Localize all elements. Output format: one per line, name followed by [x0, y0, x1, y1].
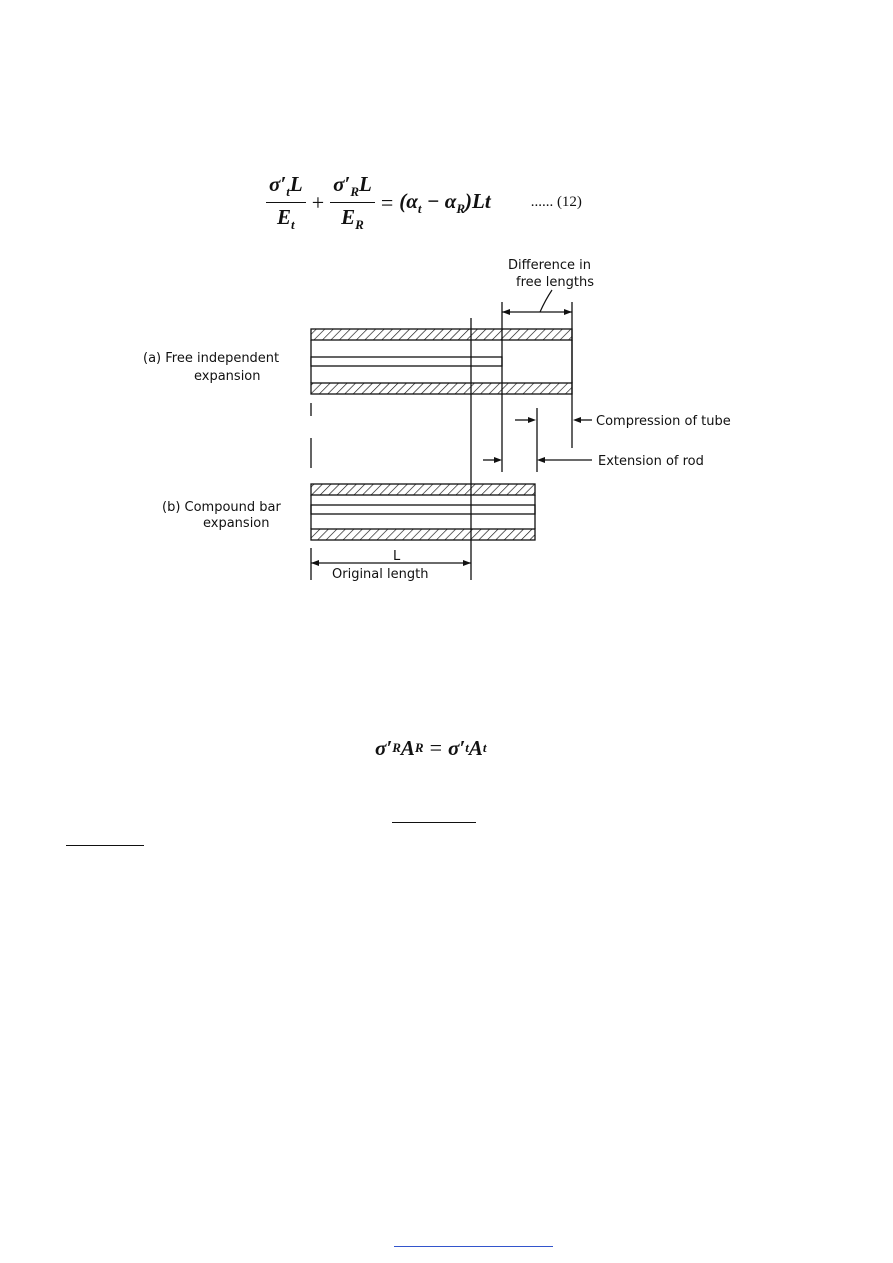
label-compound-bar-line2: expansion	[203, 516, 270, 531]
label-free-expansion-line2: expansion	[194, 369, 261, 384]
fraction-rod-term: σ′RL ER	[330, 172, 375, 233]
equation-12: σ′tL Et + σ′RL ER = (αt − αR)Lt ...... (…	[266, 172, 582, 233]
rule-line-left	[66, 845, 144, 847]
label-compression-of-tube: Compression of tube	[596, 414, 731, 429]
rule-line-center	[392, 822, 476, 824]
compound-bar-figure: Difference in free lengths (a) Free inde…	[143, 258, 731, 582]
fraction-tube-term: σ′tL Et	[266, 172, 306, 233]
equation-rhs: (αt − αR)Lt	[399, 188, 491, 216]
label-L: L	[393, 549, 401, 564]
equation-number: ...... (12)	[530, 194, 582, 211]
plus-sign: +	[311, 189, 325, 215]
compound-bar-b	[310, 483, 536, 541]
footer-link-underline[interactable]	[394, 1246, 553, 1247]
equals-sign: =	[380, 189, 394, 215]
label-free-expansion-line1: (a) Free independent	[143, 351, 279, 366]
label-extension-of-rod: Extension of rod	[598, 454, 704, 469]
label-difference-line2: free lengths	[516, 275, 594, 290]
label-difference-line1: Difference in	[508, 258, 591, 273]
equals-sign: =	[429, 735, 443, 760]
rod-a	[310, 356, 503, 367]
label-original-length: Original length	[332, 567, 428, 582]
label-compound-bar-line1: (b) Compound bar	[162, 500, 282, 515]
